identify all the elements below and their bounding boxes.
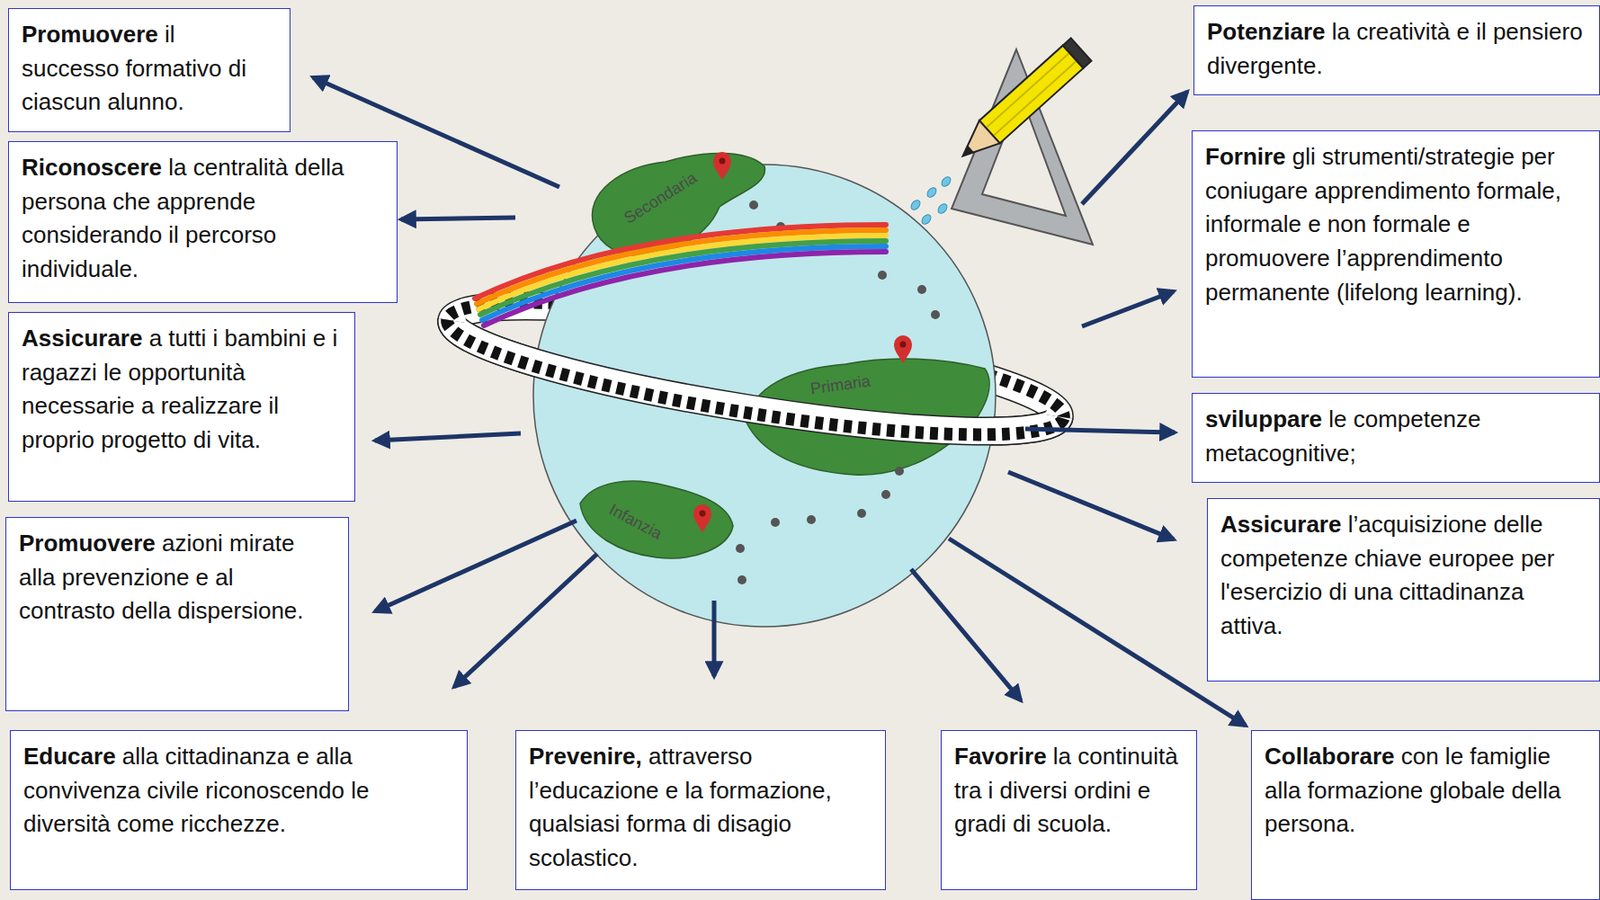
leader-arrow — [454, 554, 598, 688]
leader-arrow — [1025, 429, 1175, 433]
leader-arrow — [1081, 91, 1188, 205]
goal-text: Potenziare la creatività e il pensiero d… — [1206, 15, 1587, 83]
goal-text: Fornire gli strumenti/strategie per coni… — [1205, 140, 1587, 310]
goal-text: Assicurare a tutti i bambini e i ragazzi… — [21, 321, 342, 458]
goal-box: sviluppare le competenze metacognitive; — [1191, 393, 1600, 483]
goal-text: Collaborare con le famiglie alla formazi… — [1264, 740, 1587, 842]
goal-box: Fornire gli strumenti/strategie per coni… — [1191, 130, 1600, 378]
leader-arrow — [401, 217, 516, 220]
goal-text: Assicurare l’acquisizione delle competen… — [1220, 508, 1587, 644]
goal-box: Educare alla cittadinanza e alla convive… — [9, 730, 468, 891]
map-pins — [693, 151, 912, 533]
goal-box: Assicurare l’acquisizione delle competen… — [1206, 498, 1600, 682]
goal-box: Promuovere il successo formativo di cias… — [8, 8, 291, 133]
leader-arrow — [948, 538, 1246, 726]
goal-box: Potenziare la creatività e il pensiero d… — [1193, 5, 1600, 96]
goal-box: Promuovere azioni mirate alla prevenzion… — [5, 517, 349, 712]
continent — [580, 481, 733, 559]
leader-arrow — [1008, 472, 1174, 540]
leader-arrow — [911, 569, 1021, 701]
continent-label: Primaria — [809, 371, 872, 399]
goal-box: Favorire la continuità tra i diversi ord… — [940, 730, 1198, 891]
goal-text: Favorire la continuità tra i diversi ord… — [954, 740, 1184, 842]
leader-arrow — [375, 433, 521, 441]
drops — [909, 175, 953, 226]
goal-text: Riconoscere la centralità della persona … — [21, 151, 385, 287]
continent-label: Infanzia — [606, 500, 666, 544]
goal-box: Prevenire, attraverso l’educazione e la … — [515, 730, 886, 891]
rainbow — [474, 224, 886, 326]
leader-arrow — [712, 600, 717, 677]
goal-box: Assicurare a tutti i bambini e i ragazzi… — [8, 312, 356, 502]
goal-text: Promuovere il successo formativo di cias… — [21, 17, 278, 120]
ring-front — [439, 320, 1064, 463]
pencil — [952, 37, 1091, 168]
goal-box: Collaborare con le famiglie alla formazi… — [1251, 730, 1600, 900]
goal-text: sviluppare le competenze metacognitive; — [1205, 402, 1587, 471]
leader-arrow — [375, 520, 577, 612]
goal-text: Educare alla cittadinanza e alla convive… — [23, 740, 455, 842]
continent-label: Secondaria — [621, 168, 701, 228]
leader-arrow — [1081, 291, 1174, 327]
goal-box: Riconoscere la centralità della persona … — [8, 141, 398, 304]
goal-text: Prevenire, attraverso l’educazione e la … — [528, 740, 873, 876]
goal-text: Promuovere azioni mirate alla prevenzion… — [18, 527, 336, 629]
